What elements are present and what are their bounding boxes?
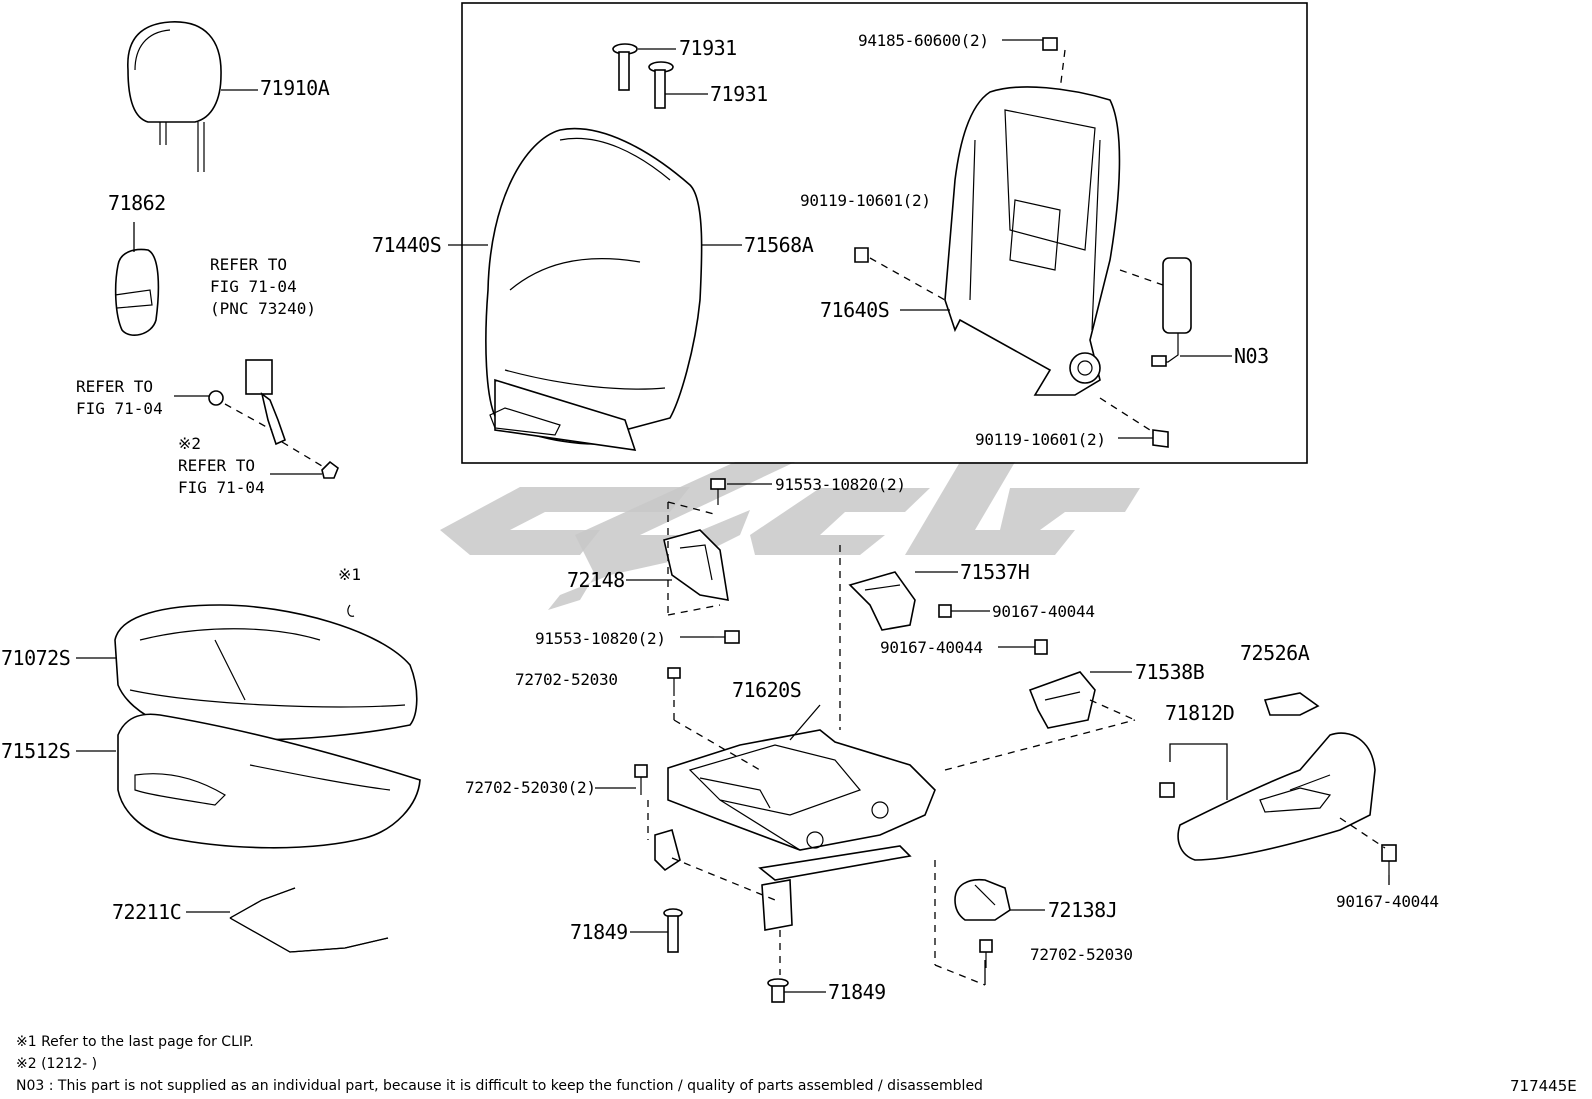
mark-1: ※1 — [338, 565, 362, 584]
airbag-module-drawing — [1119, 257, 1232, 367]
pins-71849-drawing — [630, 908, 826, 1003]
part-label-91553-10820-lower: 91553-10820(2) — [535, 629, 666, 648]
part-label-71931-bottom: 71931 — [710, 82, 768, 106]
belt-buckle-drawing — [174, 359, 339, 479]
side-shield-drawing — [1159, 692, 1397, 885]
part-label-71931-top: 71931 — [679, 36, 737, 60]
mark-2: ※2 — [178, 434, 202, 453]
part-label-71072S: 71072S — [1, 646, 71, 670]
part-label-N03: N03 — [1234, 344, 1269, 368]
cover-71862-drawing — [114, 222, 160, 336]
footnote-date: ※2 (1212- ) — [16, 1056, 98, 1072]
part-label-72148: 72148 — [567, 568, 625, 592]
part-label-71862: 71862 — [108, 191, 166, 215]
seatback-group-box — [461, 2, 1308, 464]
part-label-72526A: 72526A — [1240, 641, 1310, 665]
part-label-71910A: 71910A — [260, 76, 330, 100]
pins-71931-drawing — [612, 43, 708, 109]
part-label-71812D: 71812D — [1165, 701, 1235, 725]
footnote-clip: ※1 Refer to the last page for CLIP. — [16, 1034, 254, 1050]
bracket-72148-drawing — [626, 478, 772, 644]
wire-72211C-drawing — [186, 887, 389, 953]
refer-to-fig-anchor: REFER TO FIG 71-04 — [76, 377, 163, 418]
part-label-90167-40044-b: 90167-40044 — [880, 638, 983, 657]
part-label-71440S: 71440S — [372, 233, 442, 257]
seatback-cover-drawing — [448, 127, 742, 451]
part-label-90119-10601-lower: 90119-10601(2) — [975, 430, 1106, 449]
trim-brackets-drawing — [839, 545, 1136, 771]
part-label-71640S: 71640S — [820, 298, 890, 322]
part-label-72211C: 72211C — [112, 900, 182, 924]
seat-track-drawing — [654, 704, 936, 931]
part-label-90167-40044-a: 90167-40044 — [992, 602, 1095, 621]
part-label-71537H: 71537H — [960, 560, 1030, 584]
footnote-n03: N03 : This part is not supplied as an in… — [16, 1078, 983, 1094]
refer-to-fig-belt: REFER TO FIG 71-04 (PNC 73240) — [210, 255, 316, 318]
track-fasteners-drawing — [595, 667, 986, 986]
part-label-71512S: 71512S — [1, 739, 71, 763]
part-label-71538B: 71538B — [1135, 660, 1205, 684]
seat-cushion-drawing — [76, 604, 421, 849]
part-label-94185-60600: 94185-60600(2) — [858, 31, 989, 50]
part-label-72702-52030-a: 72702-52030 — [515, 670, 618, 689]
cover-72138J-drawing — [954, 878, 1045, 968]
part-label-90167-40044-c: 90167-40044 — [1336, 892, 1439, 911]
part-label-71620S: 71620S — [732, 678, 802, 702]
figure-id: 717445E — [1510, 1077, 1577, 1095]
part-label-91553-10820-upper: 91553-10820(2) — [775, 475, 906, 494]
part-label-71849-bottom: 71849 — [828, 980, 886, 1004]
refer-to-fig-lower: REFER TO FIG 71-04 — [178, 456, 265, 497]
part-label-71568A: 71568A — [744, 233, 814, 257]
part-label-90119-10601-upper: 90119-10601(2) — [800, 191, 931, 210]
part-label-72702-52030-b: 72702-52030(2) — [465, 778, 596, 797]
part-label-72702-52030-c: 72702-52030 — [1030, 945, 1133, 964]
part-label-72138J: 72138J — [1048, 898, 1118, 922]
watermark-logo — [440, 462, 1140, 610]
seatback-frame-drawing — [854, 37, 1169, 448]
part-label-71849-left: 71849 — [570, 920, 628, 944]
headrest-drawing — [127, 21, 258, 172]
